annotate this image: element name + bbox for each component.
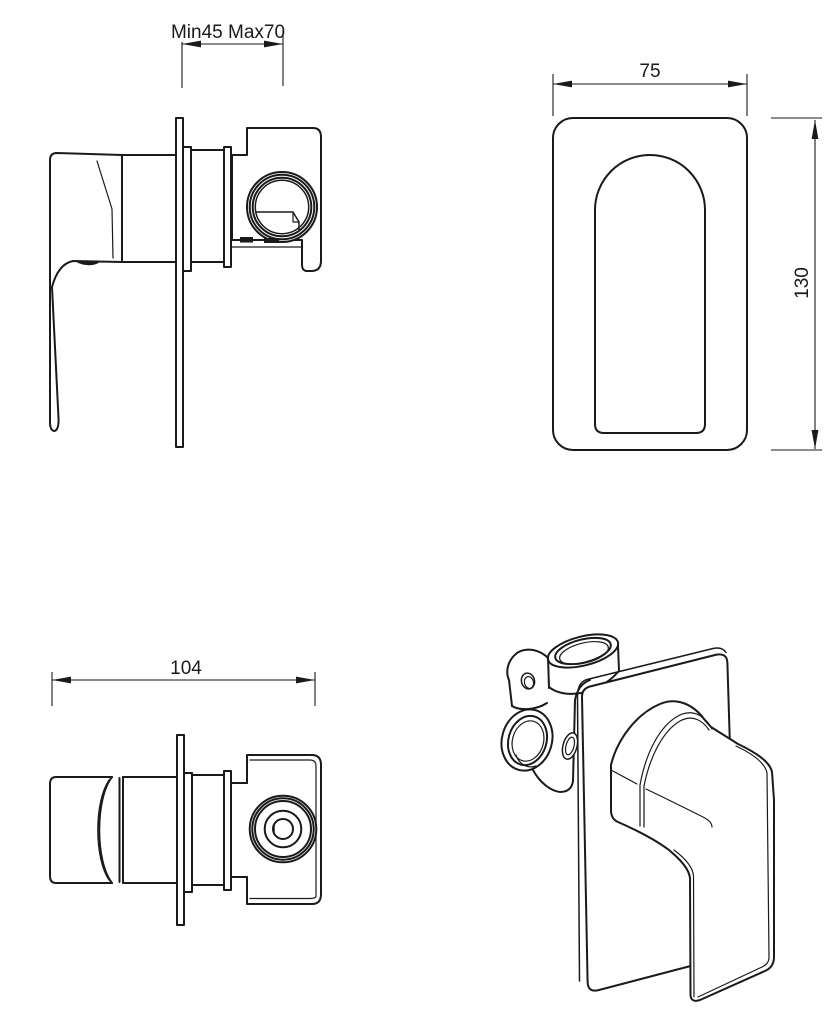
side-port-ring-inner — [254, 179, 310, 235]
iso-rough-in-body — [500, 633, 620, 793]
handle-dome-arc-inner — [97, 779, 110, 881]
sleeve-nut — [223, 770, 232, 891]
inlet-port-inner — [511, 720, 545, 762]
cap-seam-arc — [643, 717, 710, 787]
blade-edge-highlight-right — [697, 745, 770, 998]
plate-thickness-edge — [576, 647, 727, 982]
top-lever-handle — [49, 776, 178, 884]
handle-crease — [96, 160, 114, 259]
top-port-cylinder-bore — [559, 640, 609, 666]
mounting-lug — [506, 648, 550, 707]
valve-body-outline-top — [246, 754, 322, 905]
arrowhead-left-icon — [553, 80, 572, 88]
iso-lever-handle — [610, 700, 775, 1002]
side-view: Min45 Max70 — [49, 22, 322, 448]
escutcheon-plate — [552, 117, 748, 451]
front-port-sliver-inner — [564, 736, 576, 756]
arrowhead-right-icon — [728, 80, 747, 88]
side-depth-dimension: Min45 Max70 — [171, 22, 285, 88]
wall-plate-edge — [175, 117, 184, 448]
handle-outline-iso — [610, 700, 775, 1002]
side-lever-handle — [49, 152, 177, 432]
blade-edge-highlight-left — [673, 849, 695, 998]
mounting-lug-bottom — [511, 702, 548, 711]
hub-face-crease — [610, 769, 638, 785]
handle-hub-top — [122, 776, 178, 884]
port-fold-detail — [292, 211, 300, 223]
dimension-label-min-max: Min45 Max70 — [171, 22, 285, 43]
body-top-edge — [548, 671, 619, 695]
cylinder-side — [617, 644, 620, 672]
dimension-label-width: 75 — [639, 61, 660, 82]
mounting-flange — [183, 772, 193, 893]
top-valve-body — [246, 754, 322, 905]
mounting-flange — [182, 146, 192, 272]
inlet-port-thread-arc — [515, 754, 537, 768]
top-view: 104 — [49, 658, 322, 926]
front-height-dimension: 130 — [771, 117, 822, 451]
handle-outline — [49, 152, 123, 432]
handle-dome-arc — [98, 776, 113, 884]
handle-outline-top — [49, 776, 113, 884]
side-valve-body — [231, 127, 322, 272]
arrowhead-left-icon — [182, 40, 201, 48]
outlet-port-mark — [240, 237, 253, 243]
hub-lower-crease — [645, 788, 713, 828]
arrowhead-right-icon — [264, 40, 283, 48]
top-port-plug — [272, 818, 294, 840]
sleeve-nut — [223, 146, 232, 268]
cap-seam-arc — [639, 712, 713, 786]
valve-body-outline — [231, 127, 322, 272]
front-plate-view: 75 130 — [552, 61, 822, 451]
port-chord-detail — [255, 211, 300, 231]
front-width-dimension: 75 — [552, 61, 748, 116]
isometric-view — [500, 633, 775, 1002]
outlet-port-mark — [264, 238, 279, 243]
body-right-edge — [572, 679, 591, 782]
dimension-label-width: 104 — [170, 658, 202, 679]
arrowhead-up-icon — [811, 120, 819, 139]
arrowhead-right-icon — [296, 676, 315, 684]
cylinder-side — [547, 656, 550, 689]
top-width-dimension: 104 — [51, 658, 316, 706]
body-bottom-edge — [532, 769, 574, 793]
dimension-label-height: 130 — [792, 267, 813, 299]
top-port-cylinder-mid — [554, 636, 612, 666]
set-screw-recess — [75, 261, 100, 266]
arrowhead-down-icon — [811, 430, 819, 449]
arrowhead-left-icon — [52, 676, 71, 684]
lug-screw-hole-inner — [523, 675, 535, 690]
handle-arch-front — [594, 154, 706, 434]
handle-hub — [121, 154, 177, 263]
wall-plate-edge — [176, 734, 185, 926]
